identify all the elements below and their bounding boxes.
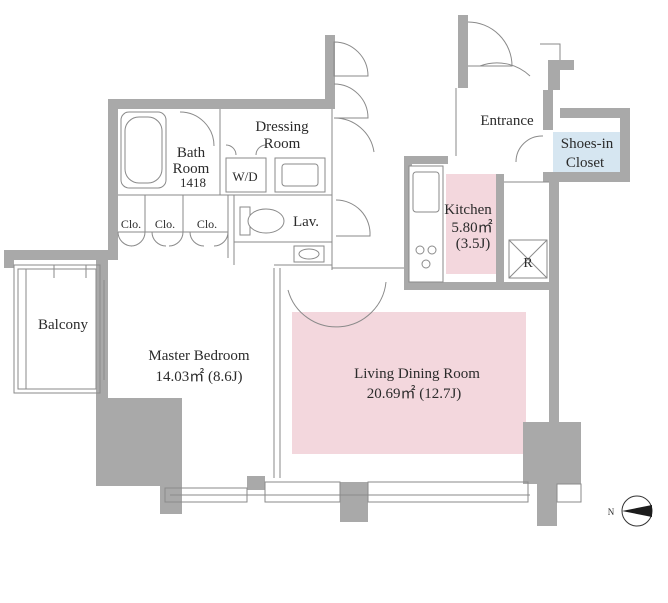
kitchen-name: Kitchen — [444, 202, 492, 218]
kitchen-jo: (3.5J) — [456, 236, 491, 252]
vanity-sink — [274, 157, 326, 193]
master-area: 14.03㎡ (8.6J) — [155, 368, 242, 385]
kitchen-area: 5.80㎡ — [451, 219, 492, 236]
room-labels: Bath Room 1418 Dressing Room W/D Clo. Cl… — [38, 113, 614, 402]
master-name: Master Bedroom — [148, 348, 250, 364]
bath-label-1: Bath — [177, 145, 206, 161]
wd-label: W/D — [232, 169, 257, 184]
balcony-area — [13, 264, 105, 394]
closet-label-3: Clo. — [197, 217, 217, 231]
north-arrow-icon: N — [608, 495, 653, 527]
closet-label-1: Clo. — [121, 217, 141, 231]
entrance-label: Entrance — [480, 113, 534, 129]
dressing-label-1: Dressing — [255, 119, 309, 135]
bath-code: 1418 — [180, 175, 206, 190]
compass-label: N — [608, 507, 615, 517]
ldk-name: Living Dining Room — [354, 366, 480, 382]
kitchen-highlight — [446, 174, 496, 274]
doors — [117, 21, 561, 328]
lav-label: Lav. — [293, 214, 319, 230]
shoes-label-1: Shoes-in — [561, 136, 614, 152]
dressing-label-2: Room — [264, 136, 301, 152]
washer-box — [225, 157, 267, 193]
shoes-label-2: Closet — [566, 155, 605, 171]
bath-label-2: Room — [173, 161, 210, 177]
ldk-highlight — [292, 312, 526, 454]
lav-sink — [293, 245, 325, 263]
closet-label-2: Clo. — [155, 217, 175, 231]
ldk-area: 20.69㎡ (12.7J) — [367, 385, 462, 402]
shoes-closet-fill — [553, 132, 623, 174]
walls — [4, 15, 630, 526]
balcony-label: Balcony — [38, 317, 88, 333]
kitchen-counter — [408, 165, 444, 283]
toilet — [239, 206, 285, 236]
interior-lines — [118, 88, 582, 503]
fridge-box — [508, 239, 548, 279]
fridge-label: R — [523, 256, 533, 271]
bathtub — [120, 111, 167, 189]
